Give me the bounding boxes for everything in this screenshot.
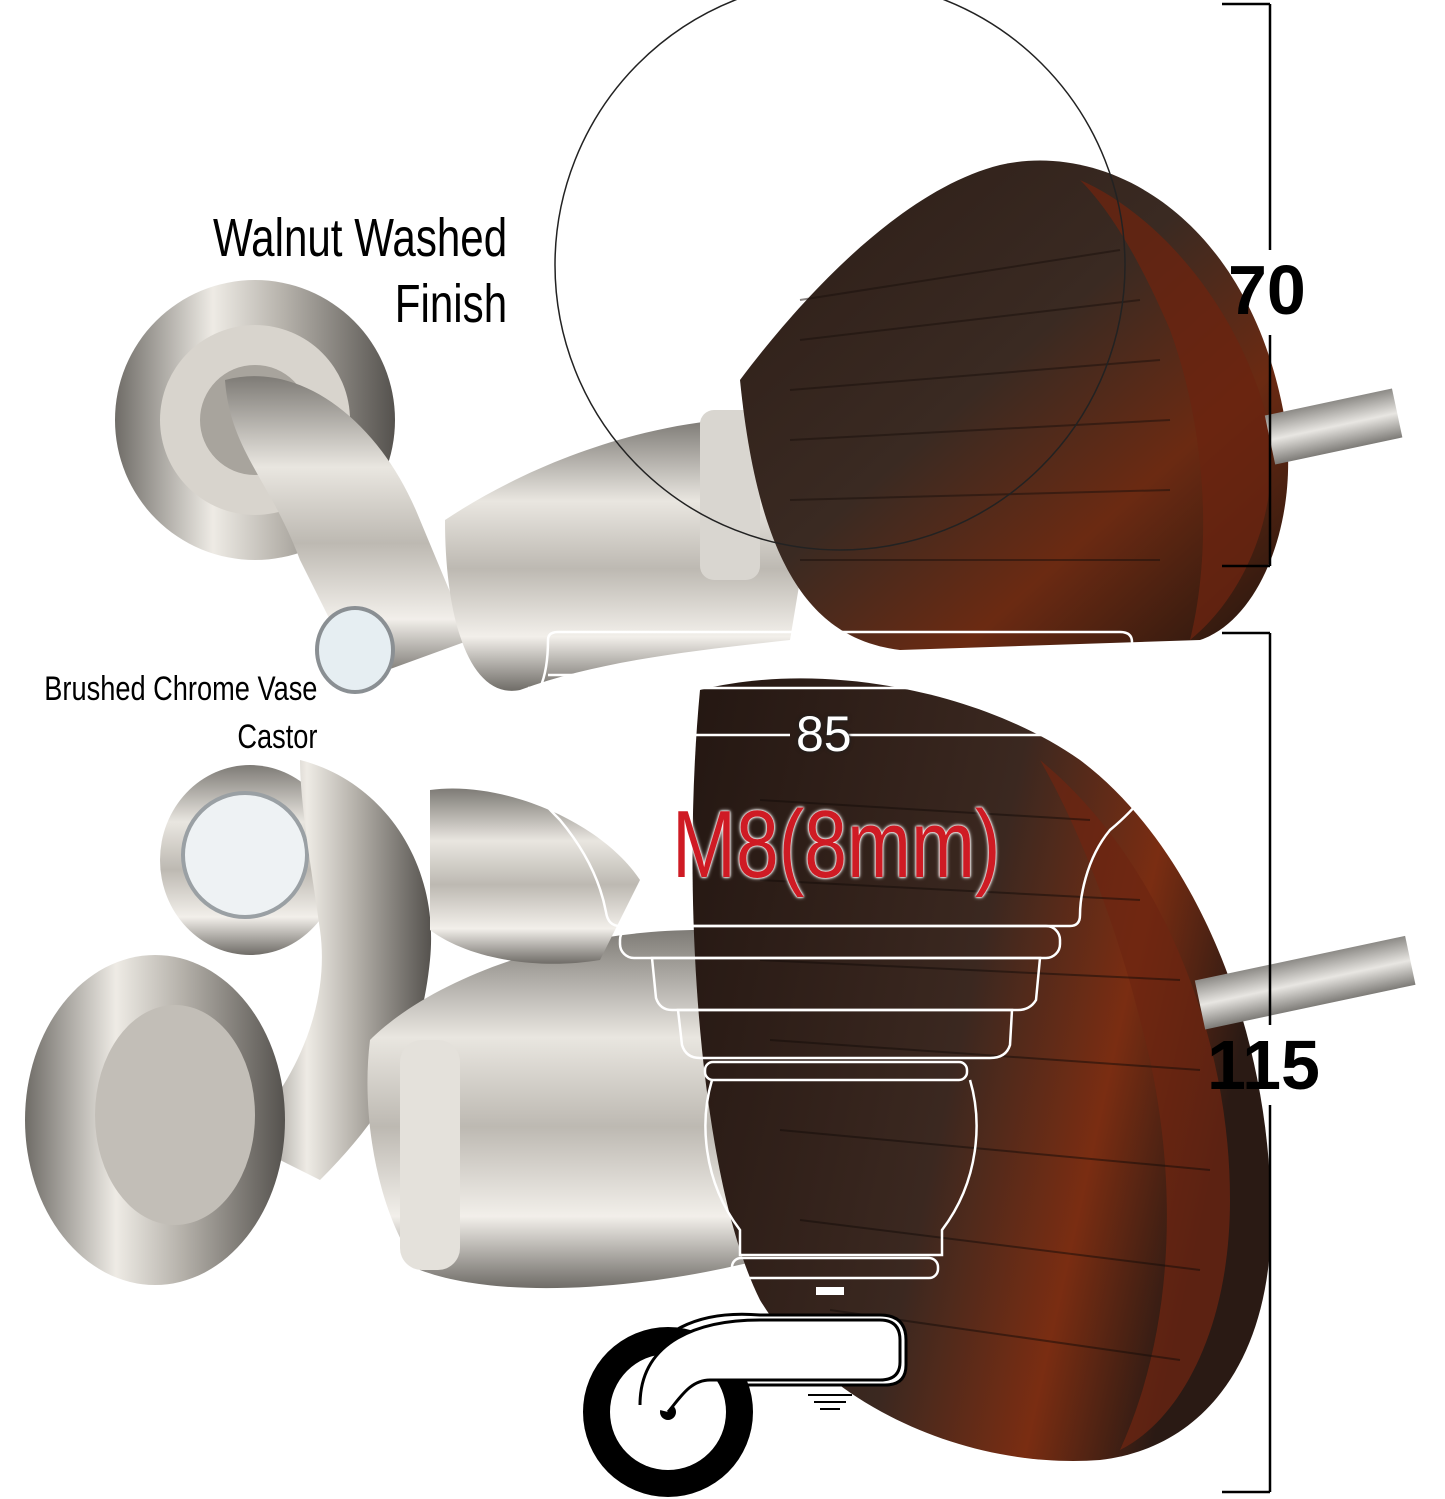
thread-size-label: M8(8mm) — [672, 791, 1001, 898]
finish-highlight-circle — [554, 0, 1126, 551]
lower-leg-photo — [25, 678, 1416, 1461]
castor-outline-icon — [583, 1312, 908, 1497]
finish-label-line2: Finish — [394, 274, 507, 334]
finish-label-line1: Walnut Washed — [212, 208, 507, 268]
height-full-value: 115 — [1207, 1026, 1320, 1104]
castor-label: Brushed Chrome Vase Castor — [44, 665, 317, 761]
castor-label-line2: Castor — [236, 718, 317, 756]
finish-label: Walnut Washed Finish — [213, 205, 507, 337]
castor-label-line1: Brushed Chrome Vase — [43, 670, 317, 708]
width-dimension-arrow — [511, 727, 1166, 743]
height-dimension-115 — [1222, 631, 1272, 1494]
height-top-value: 70 — [1228, 251, 1306, 329]
width-value: 85 — [796, 706, 852, 762]
height-dimension-70 — [1222, 2, 1272, 568]
upper-leg-photo — [115, 160, 1403, 694]
outline-drawing — [513, 630, 1170, 1295]
